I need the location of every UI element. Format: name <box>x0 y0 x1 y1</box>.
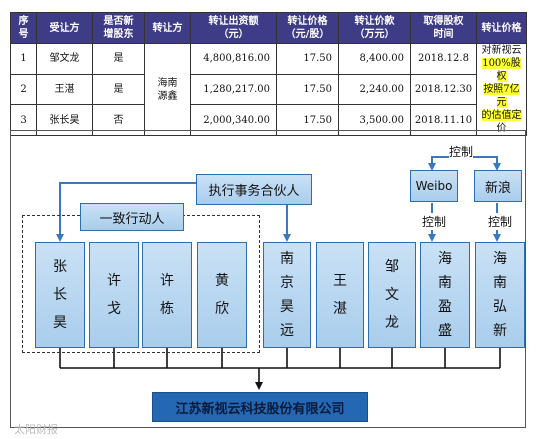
row-buyer: 王湛 <box>36 73 93 106</box>
ownership-diagram-frame <box>10 130 526 428</box>
control-label-right: 控制 <box>488 213 513 230</box>
shareholder-hainan-yingsheng: 海南盈盛 <box>420 242 470 348</box>
header-date: 取得股权时间 <box>410 12 477 44</box>
header-buyer: 受让方 <box>36 12 93 44</box>
header-amount: 转让出资额（元） <box>190 12 277 44</box>
weibo-label: Weibo <box>415 179 453 193</box>
row-date: 2018.12.8 <box>410 43 477 75</box>
target-company-label: 江苏新视云科技股份有限公司 <box>175 401 345 417</box>
row-new: 是 <box>92 43 145 75</box>
table-row: 2 王湛 是 1,280,217.00 17.50 2,240.00 2018.… <box>10 73 527 106</box>
watermark-text: 太阳财报 <box>14 423 58 436</box>
header-seller: 转让方 <box>144 12 191 44</box>
table-row: 1 邹文龙 是 海南源鑫 4,800,816.00 17.50 8,400.00… <box>10 43 527 136</box>
control-label-left: 控制 <box>422 213 447 230</box>
header-total: 转让价款（万元） <box>338 12 411 44</box>
seller-cell: 海南源鑫 <box>144 43 191 136</box>
header-new-shareholder: 是否新增股东 <box>92 12 145 44</box>
row-total: 8,400.00 <box>338 43 411 75</box>
shareholder-xu-ge: 许戈 <box>89 242 139 348</box>
shareholder-zou-wenlong: 邹文龙 <box>368 242 416 348</box>
header-transfer-price: 转让价格 <box>476 12 527 44</box>
control-label-top: 控制 <box>449 143 474 160</box>
row-buyer: 邹文龙 <box>36 43 93 75</box>
shareholder-huang-xin: 黄欣 <box>197 242 247 348</box>
shareholder-hainan-hongxin: 海南弘新 <box>475 242 525 348</box>
concert-party-box: 一致行动人 <box>80 203 184 231</box>
sina-label: 新浪 <box>484 180 511 196</box>
transfer-price-note: 对新视云 100%股权 按照7亿元 的估值定 价 <box>476 43 527 136</box>
shareholder-wang-zhan: 王湛 <box>316 242 364 348</box>
concert-party-label: 一致行动人 <box>99 211 165 227</box>
row-new: 是 <box>92 73 145 106</box>
executive-partner-box: 执行事务合伙人 <box>196 174 312 205</box>
table-header-row: 序号 受让方 是否新增股东 转让方 转让出资额（元） 转让价格（元/股） 转让价… <box>10 12 527 44</box>
row-date: 2018.12.30 <box>410 73 477 106</box>
executive-partner-label: 执行事务合伙人 <box>208 184 300 199</box>
row-amount: 4,800,816.00 <box>190 43 277 75</box>
header-price: 转让价格（元/股） <box>276 12 339 44</box>
weibo-box: Weibo <box>410 170 458 202</box>
shareholder-zhang-changhao: 张长昊 <box>35 242 85 348</box>
target-company-box: 江苏新视云科技股份有限公司 <box>152 392 368 422</box>
header-no: 序号 <box>10 12 37 44</box>
row-price: 17.50 <box>276 43 339 75</box>
shareholder-xu-dong: 许栋 <box>142 242 192 348</box>
shareholder-nanjing-haoyuan: 南京昊远 <box>263 242 311 348</box>
row-price: 17.50 <box>276 73 339 106</box>
equity-transfer-table: 序号 受让方 是否新增股东 转让方 转让出资额（元） 转让价格（元/股） 转让价… <box>10 12 527 136</box>
sina-box: 新浪 <box>474 170 522 202</box>
